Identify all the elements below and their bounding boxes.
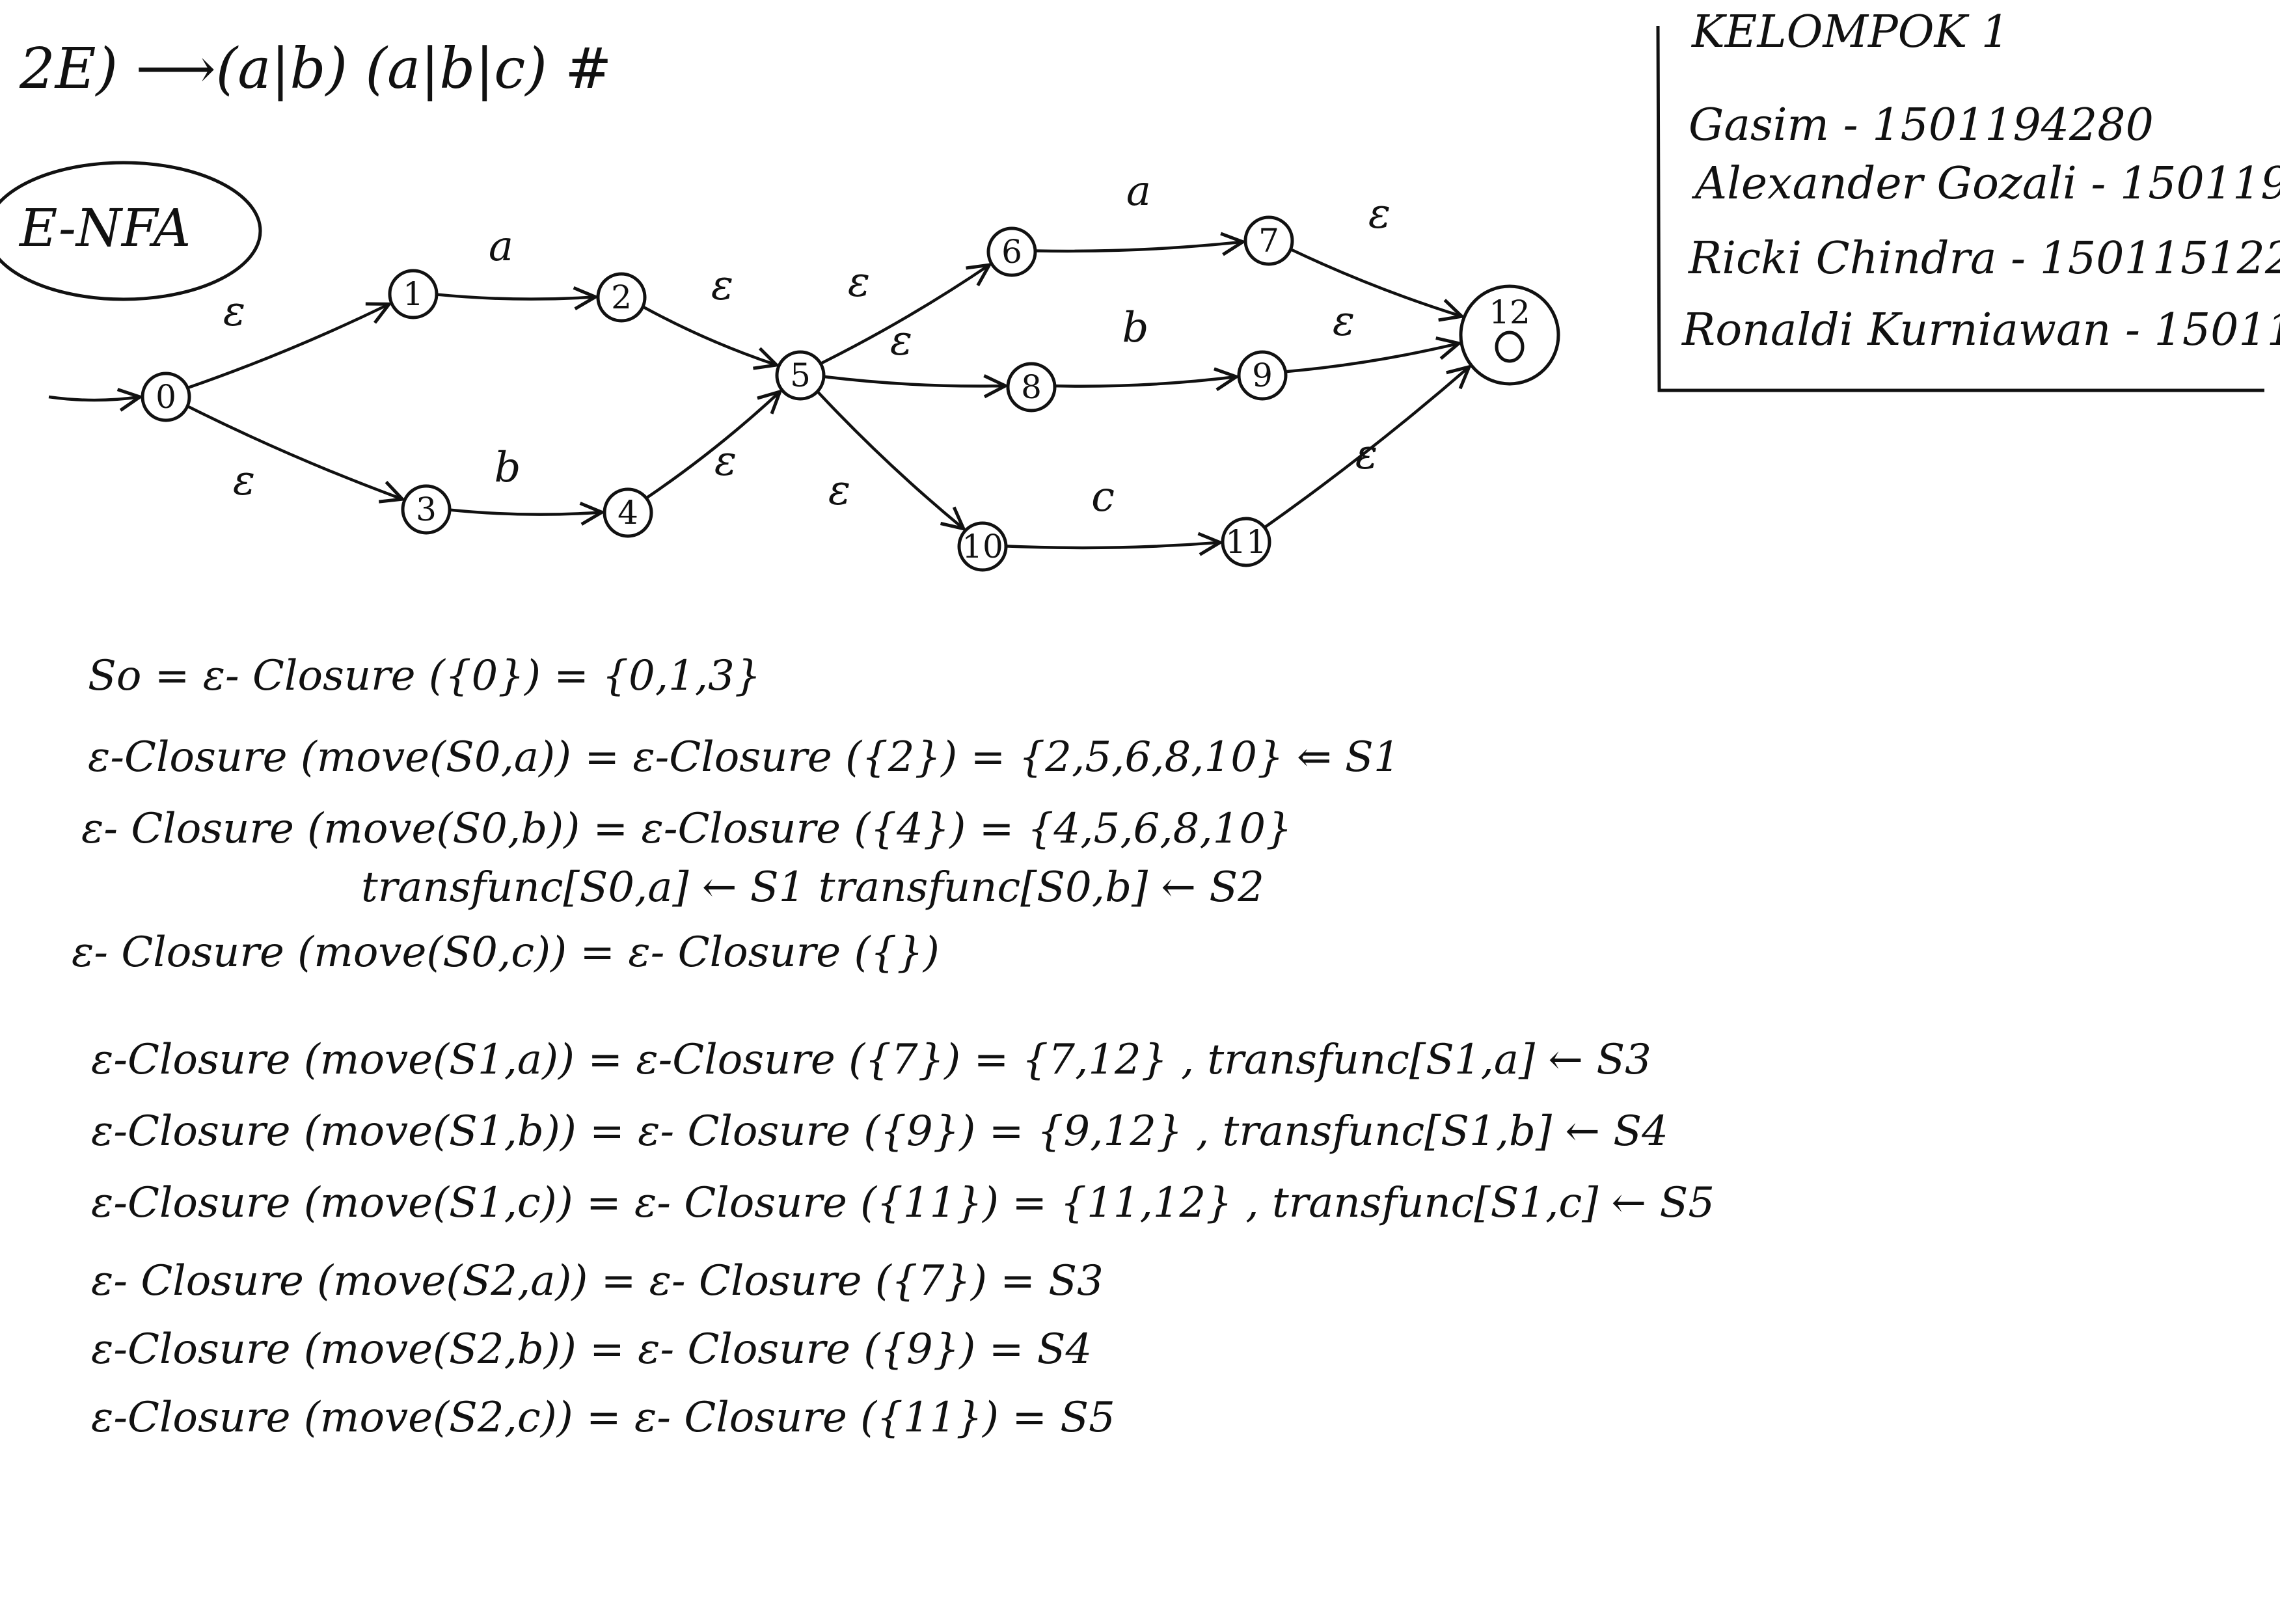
- state-circle-1: [388, 269, 439, 319]
- state-3: 3: [401, 484, 452, 535]
- work-line-4: transfunc[S0,a] ← S1 transfunc[S0,b] ← S…: [361, 863, 1264, 912]
- edge-8-9: [1054, 377, 1236, 386]
- state-circle-11: [1221, 517, 1271, 567]
- edge-7-12: [1290, 248, 1462, 316]
- edge-5-6: [820, 265, 989, 365]
- work-line-6: ε-Closure (move(S1,a)) = ε-Closure ({7})…: [91, 1036, 1651, 1084]
- state-circle-10: [957, 521, 1008, 572]
- state-circle-8: [1006, 362, 1057, 413]
- state-9: 9: [1237, 350, 1288, 401]
- team-member-1: Gasim - 1501194280: [1689, 100, 2154, 151]
- edge-label-9-12: ε: [1333, 297, 1355, 345]
- state-label-1: 1: [403, 275, 424, 313]
- edge-0-1: [187, 304, 389, 390]
- edge-5-8: [823, 377, 1005, 386]
- edge-5-10: [816, 390, 964, 529]
- state-label-0: 0: [156, 378, 176, 416]
- state-7: 7: [1243, 215, 1294, 266]
- edge-3-4: [449, 510, 602, 515]
- work-line-5: ε- Closure (move(S0,c)) = ε- Closure ({}…: [72, 928, 940, 977]
- edge-label-10-11: c: [1091, 473, 1115, 521]
- work-line-7: ε-Closure (move(S1,b)) = ε- Closure ({9}…: [91, 1107, 1668, 1156]
- state-label-12: 12: [1489, 293, 1530, 331]
- edge-label-0-3: ε: [233, 457, 255, 505]
- enfa-title: E-NFA: [18, 198, 191, 258]
- state-circle-0: [141, 372, 191, 422]
- work-line-1: So = ε- Closure ({0}) = {0,1,3}: [88, 652, 761, 700]
- edge-label-5-6: ε: [848, 258, 870, 306]
- edge-4-5: [645, 392, 780, 500]
- state-circle-6: [986, 226, 1037, 277]
- state-label-5: 5: [790, 357, 811, 394]
- edge-10-11: [1005, 543, 1220, 548]
- regex-header: 2E) ⟶(a|b) (a|b|c) #: [19, 36, 612, 102]
- edge-label-5-10: ε: [828, 467, 850, 515]
- state-label-6: 6: [1001, 233, 1022, 271]
- edge-2-5: [642, 305, 776, 365]
- state-circle-12: [1459, 284, 1560, 386]
- accept-mark: [1495, 331, 1525, 363]
- state-label-4: 4: [618, 494, 638, 532]
- state-1: 1: [388, 269, 439, 319]
- state-10: 10: [957, 521, 1008, 572]
- state-circle-2: [596, 272, 647, 323]
- state-label-3: 3: [416, 491, 437, 528]
- state-8: 8: [1006, 362, 1057, 413]
- state-6: 6: [986, 226, 1037, 277]
- state-label-10: 10: [962, 528, 1003, 565]
- edge-label-6-7: a: [1126, 167, 1151, 215]
- state-5: 5: [775, 350, 826, 401]
- state-11: 11: [1221, 517, 1271, 567]
- closure-work: So = ε- Closure ({0}) = {0,1,3} ε-Closur…: [72, 652, 1715, 1442]
- team-member-3: Ricki Chindra - 1501151224: [1687, 233, 2280, 284]
- state-circle-5: [775, 350, 826, 401]
- work-line-9: ε- Closure (move(S2,a)) = ε- Closure ({7…: [91, 1257, 1104, 1305]
- work-line-8: ε-Closure (move(S1,c)) = ε- Closure ({11…: [91, 1179, 1715, 1227]
- state-0: 0: [141, 372, 191, 422]
- state-label-11: 11: [1225, 523, 1267, 561]
- edge-label-3-4: b: [495, 444, 521, 492]
- enfa-title-oval: [0, 161, 262, 301]
- edge-11-12: [1264, 367, 1469, 529]
- work-line-3: ε- Closure (move(S0,b)) = ε-Closure ({4}…: [81, 805, 1292, 853]
- state-12: 12: [1459, 284, 1560, 386]
- edge-label-8-9: b: [1122, 304, 1149, 352]
- state-2: 2: [596, 272, 647, 323]
- edge-9-12: [1285, 344, 1459, 373]
- edge-label-2-5: ε: [711, 262, 733, 310]
- edge-label-1-2: a: [489, 223, 513, 271]
- edge-label-4-5: ε: [714, 437, 737, 485]
- team-member-2: Alexander Gozali - 1501192376: [1691, 158, 2280, 210]
- state-label-2: 2: [611, 278, 632, 316]
- state-circle-9: [1237, 350, 1288, 401]
- state-label-7: 7: [1258, 222, 1279, 260]
- state-circle-3: [401, 484, 452, 535]
- work-line-10: ε-Closure (move(S2,b)) = ε- Closure ({9}…: [91, 1325, 1092, 1374]
- edge-1-2: [436, 295, 595, 299]
- team-member-4: Ronaldi Kurniawan - 1501187571: [1681, 304, 2280, 356]
- edge-label-7-12: ε: [1368, 190, 1391, 238]
- state-label-9: 9: [1252, 357, 1273, 394]
- work-line-2: ε-Closure (move(S0,a)) = ε-Closure ({2})…: [88, 733, 1400, 781]
- edge-label-5-8: ε: [890, 317, 912, 365]
- state-circle-4: [603, 487, 653, 538]
- team-heading: KELOMPOK 1: [1690, 7, 2009, 58]
- work-line-11: ε-Closure (move(S2,c)) = ε- Closure ({11…: [91, 1394, 1115, 1442]
- edge-label-0-1: ε: [223, 288, 245, 336]
- edge-0-3: [187, 405, 402, 499]
- team-box: KELOMPOK 1 Gasim - 1501194280 Alexander …: [1656, 7, 2280, 392]
- state-circle-7: [1243, 215, 1294, 266]
- edge-label-11-12: ε: [1355, 431, 1378, 479]
- edge-6-7: [1035, 242, 1243, 251]
- edge-start-0: [48, 397, 140, 400]
- state-4: 4: [603, 487, 653, 538]
- state-label-8: 8: [1021, 368, 1042, 406]
